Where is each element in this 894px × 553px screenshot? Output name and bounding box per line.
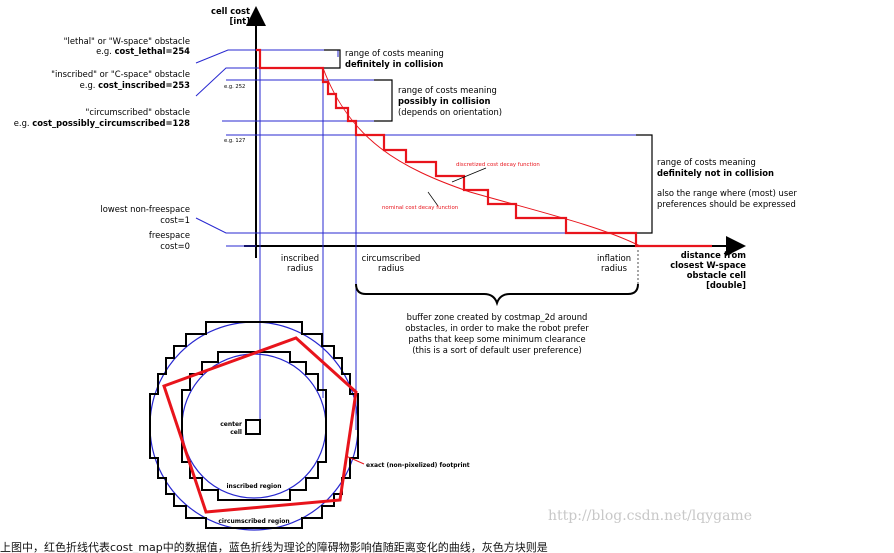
notcoll-bracket xyxy=(636,134,653,234)
nominal-curve-label: nominal cost decay function xyxy=(382,205,458,211)
buffer-zone-text: (this is a sort of default user preferen… xyxy=(412,345,582,355)
freespace-value: cost=0 xyxy=(160,241,190,251)
notcoll-range-text: also the range where (most) user xyxy=(657,188,797,198)
circumscribed-label: "circumscribed" obstacle xyxy=(86,107,190,117)
inflation-radius-label: radius xyxy=(601,263,627,273)
watermark: http://blog.csdn.net/lqygame xyxy=(548,508,752,524)
nonfree-value: cost=1 xyxy=(160,215,190,225)
inscribed-label: "inscribed" or "C-space" obstacle xyxy=(51,69,190,79)
eg127-label: e.g. 127 xyxy=(224,138,245,144)
center-cell xyxy=(245,419,261,435)
lethal-label: "lethal" or "W-space" obstacle xyxy=(64,36,190,46)
discretized-cost-curve xyxy=(256,48,712,248)
circumscribed-radius-label: radius xyxy=(378,263,404,273)
x-axis-label: obstacle cell xyxy=(687,270,746,280)
footprint-pointer xyxy=(345,455,365,465)
circumscribed-region-label: circumscribed region xyxy=(218,518,289,525)
nominal-pointer xyxy=(427,191,439,207)
pixelized-circumscribed-region xyxy=(149,321,359,529)
notcoll-range-text: range of costs meaning xyxy=(657,157,756,167)
eg252-label: e.g. 252 xyxy=(224,84,245,90)
exact-footprint-label: exact (non-pixelized) footprint xyxy=(366,462,470,469)
inscribed-value: e.g. cost_inscribed=253 xyxy=(80,80,190,90)
caption-text: 上图中，红色折线代表cost_map中的数据值，蓝色折线为理论的障碍物影响值随距… xyxy=(0,540,548,553)
y-axis-label: cell cost xyxy=(211,6,250,16)
circumscribed-value: e.g. cost_possibly_circumscribed=128 xyxy=(14,118,190,128)
discretized-pointer xyxy=(451,167,487,183)
possibly-range-text: possibly in collision xyxy=(398,96,491,106)
circumscribed-radius-label: circumscribed xyxy=(362,253,421,263)
buffer-brace xyxy=(355,283,639,307)
discretized-curve-label: discretized cost decay function xyxy=(456,162,540,168)
buffer-zone-text: buffer zone created by costmap_2d around xyxy=(407,312,588,322)
center-cell-label: cell xyxy=(230,429,242,436)
buffer-zone-text: paths that keep some minimum clearance xyxy=(408,334,585,344)
inscribed-circle xyxy=(181,353,327,499)
possibly-bracket xyxy=(374,79,393,122)
buffer-zone-text: obstacles, in order to make the robot pr… xyxy=(405,323,589,333)
inflation-radius-label: inflation xyxy=(597,253,631,263)
lethal-value: e.g. cost_lethal=254 xyxy=(96,46,190,56)
notcoll-range-text: definitely not in collision xyxy=(657,168,774,178)
inscribed-radius-label: inscribed xyxy=(281,253,319,263)
x-axis-label: [double] xyxy=(706,280,746,290)
possibly-range-text: range of costs meaning xyxy=(398,85,497,95)
center-cell-label: center xyxy=(220,421,242,428)
nonfree-label: lowest non-freespace xyxy=(100,204,190,214)
inscribed-region-label: inscribed region xyxy=(227,483,282,490)
collision-bracket xyxy=(324,49,341,69)
x-axis-label: distance from xyxy=(681,250,747,260)
collision-range-text: range of costs meaning xyxy=(345,48,444,58)
freespace-label: freespace xyxy=(149,230,190,240)
notcoll-range-text: preferences should be expressed xyxy=(657,199,796,209)
exact-footprint xyxy=(162,336,358,514)
collision-range-text: definitely in collision xyxy=(345,59,443,69)
y-axis-unit: [int] xyxy=(230,16,251,26)
pixelized-inscribed-region xyxy=(181,351,327,501)
x-axis-label: closest W-space xyxy=(670,260,746,270)
inscribed-radius-label: radius xyxy=(287,263,313,273)
possibly-range-text: (depends on orientation) xyxy=(398,107,502,117)
